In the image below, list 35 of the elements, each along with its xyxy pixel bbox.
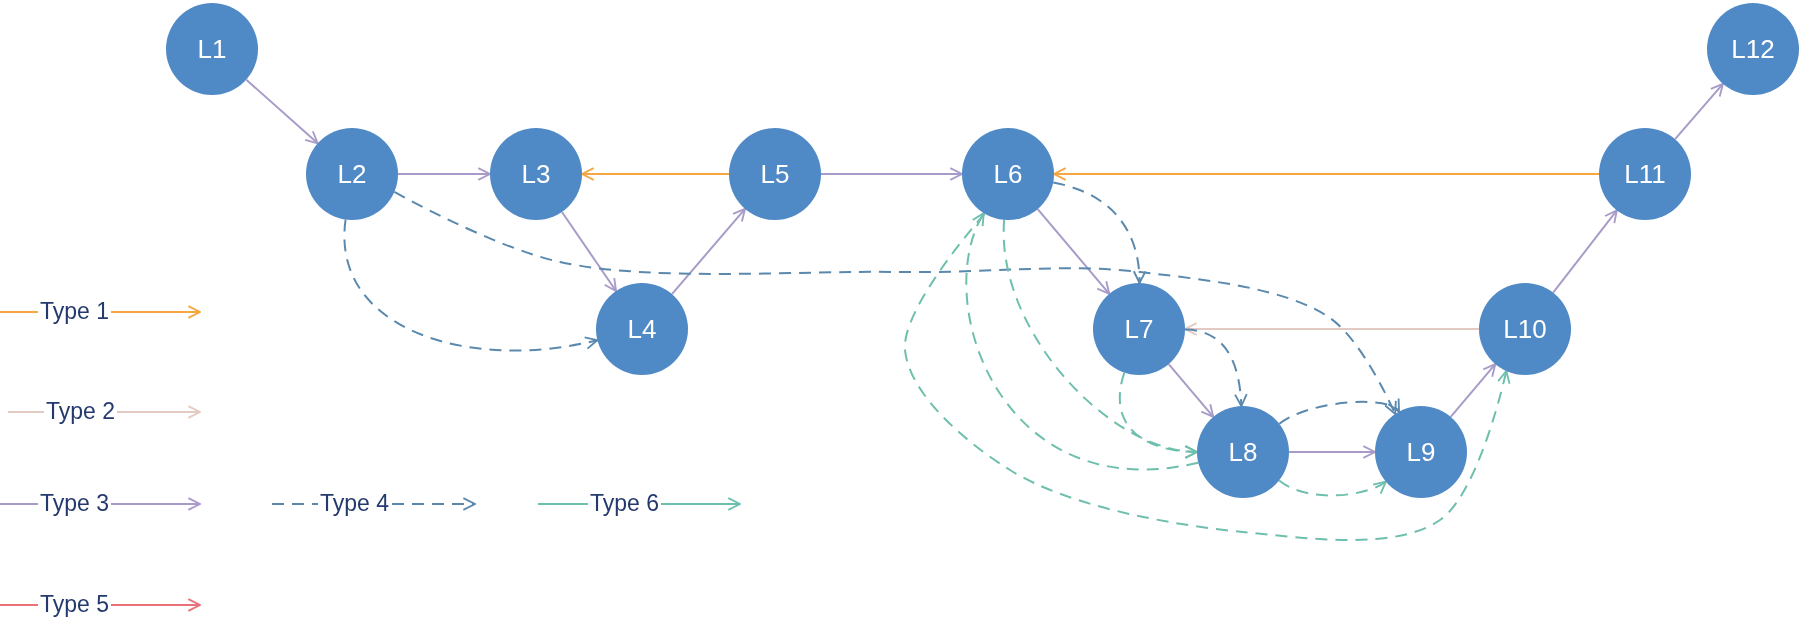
arrow <box>1036 208 1111 295</box>
node-label: L2 <box>337 158 367 190</box>
arrow <box>1449 363 1497 418</box>
node-label: L12 <box>1731 33 1775 65</box>
node-label: L7 <box>1124 313 1154 345</box>
arrow <box>1052 181 1146 284</box>
arrow <box>820 167 963 181</box>
node-label: L5 <box>760 158 790 190</box>
node-label: L6 <box>993 158 1023 190</box>
arrow <box>245 78 319 145</box>
arrow <box>397 167 491 181</box>
arrow <box>1184 322 1480 336</box>
arrow <box>343 218 599 352</box>
node-label: L10 <box>1503 313 1547 345</box>
arrow <box>1288 445 1376 459</box>
arrow <box>1118 371 1198 459</box>
node-label: L9 <box>1406 436 1436 468</box>
arrow <box>560 210 618 293</box>
arrow <box>1674 82 1724 141</box>
arrow <box>1278 398 1400 425</box>
arrow <box>1053 167 1600 181</box>
arrow <box>1184 328 1248 408</box>
node-label: L8 <box>1228 436 1258 468</box>
node-label: L4 <box>627 313 657 345</box>
node-label: L1 <box>197 33 227 65</box>
arrow <box>1278 479 1387 497</box>
arrow <box>393 190 1397 415</box>
node-label: L11 <box>1624 158 1666 190</box>
arrow <box>670 207 747 296</box>
arrow <box>1167 363 1215 418</box>
arrow <box>581 167 730 181</box>
arrow <box>904 212 1511 541</box>
arrow <box>965 212 1200 471</box>
node-label: L3 <box>521 158 551 190</box>
arrow <box>1552 209 1618 294</box>
